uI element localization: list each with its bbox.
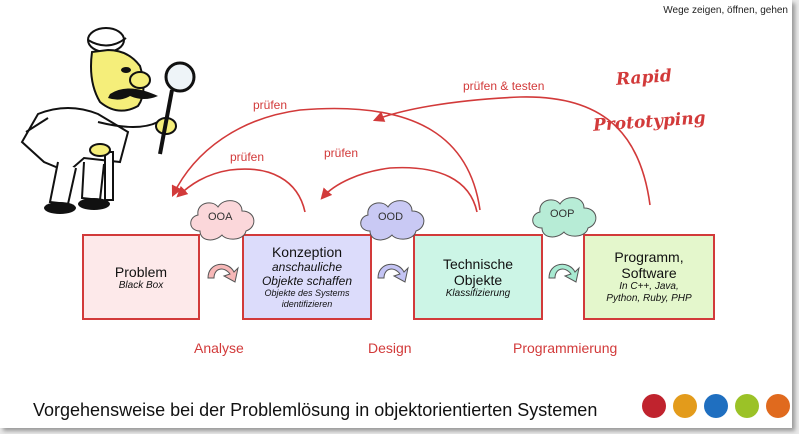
cloud-ood-label: OOD <box>378 211 404 223</box>
cloud-oop-label: OOP <box>550 208 575 220</box>
transition-arrow-2 <box>377 263 409 283</box>
phase-programmierung: Programmierung <box>513 340 618 356</box>
cloud-ood <box>360 200 425 241</box>
phase-design: Design <box>368 340 412 356</box>
arrow-pruefen-left <box>176 168 306 213</box>
rapid-title-line1: Rapid <box>615 66 673 90</box>
detective-illustration <box>20 27 196 214</box>
box-problem: Problem Black Box <box>82 234 200 320</box>
box-problem-sub: Black Box <box>118 279 164 291</box>
phase-analyse: Analyse <box>194 340 244 356</box>
box-problem-title: Problem <box>114 263 168 280</box>
box-konzeption: Konzeption anschauliche Objekte schaffen… <box>242 234 372 320</box>
color-dot-green <box>735 394 759 418</box>
box-technische-objekte: Technische Objekte Klassifizierung <box>413 234 543 320</box>
box-programm-sub: In C++, Java, Python, Ruby, PHP <box>606 281 692 304</box>
label-pruefen-testen: prüfen & testen <box>463 79 545 93</box>
cloud-ooa-label: OOA <box>208 211 233 223</box>
arrow-pruefen-testen <box>372 96 651 206</box>
box-technische-sub: Klassifizierung <box>445 287 511 299</box>
label-pruefen-top: prüfen <box>253 98 288 112</box>
cloud-ooa <box>190 200 255 241</box>
arrow-pruefen-top <box>171 107 481 211</box>
color-dot-red <box>642 394 666 418</box>
color-dot-dark-orange <box>766 394 790 418</box>
slide: Wege zeigen, öffnen, gehen <box>0 0 792 428</box>
box-konzeption-sub: anschauliche Objekte schaffen <box>261 260 353 288</box>
box-programm: Programm, Software In C++, Java, Python,… <box>583 234 715 320</box>
footer-caption: Vorgehensweise bei der Problemlösung in … <box>33 400 598 420</box>
cloud-oop <box>532 197 597 238</box>
label-pruefen-left: prüfen <box>230 150 265 164</box>
transition-arrow-1 <box>207 263 239 283</box>
transition-arrow-3 <box>548 263 580 283</box>
color-dot-blue <box>704 394 728 418</box>
arrow-pruefen-mid <box>320 166 478 213</box>
box-konzeption-title: Konzeption <box>271 244 343 260</box>
color-dot-orange <box>673 394 697 418</box>
feedback-arrows <box>171 96 651 213</box>
box-programm-title: Programm, Software <box>614 249 684 281</box>
label-pruefen-mid: prüfen <box>324 146 359 160</box>
box-technische-title: Technische Objekte <box>442 255 514 288</box>
box-konzeption-detail: Objekte des Systems identifizieren <box>264 288 350 309</box>
corner-tagline: Wege zeigen, öffnen, gehen <box>663 5 788 16</box>
